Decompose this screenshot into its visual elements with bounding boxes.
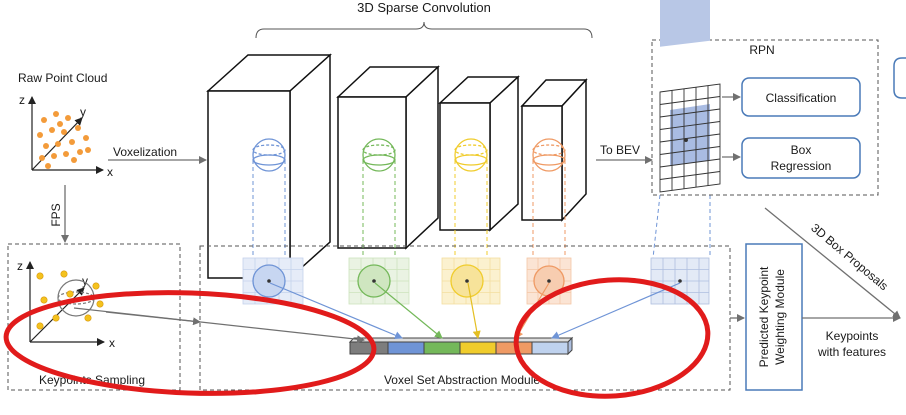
arrow-green-to-vector: [374, 282, 443, 339]
keypoints-sampling-box: [7, 243, 181, 391]
red-ellipse-left: [3, 290, 377, 396]
arrow-blue-to-vector: [269, 282, 403, 339]
raw-axis-x: x: [107, 165, 113, 179]
red-ellipse-right: [513, 277, 711, 399]
title-3d-sparse-convolution: 3D Sparse Convolution: [357, 0, 491, 15]
grid-yellow: [441, 257, 501, 305]
with-features-label: with features: [817, 345, 886, 359]
kp-axis-x: x: [109, 336, 115, 350]
weighting-line1: Predicted Keypoint: [757, 266, 771, 367]
rpn-box: [651, 39, 879, 196]
feature-vector-bar: [348, 336, 574, 356]
raw-axis-y: y: [80, 105, 86, 119]
projection-lines-green: [362, 160, 396, 260]
grid-green: [348, 257, 410, 305]
bev-grid: [660, 0, 710, 47]
partial-output-box: [893, 57, 906, 99]
grid-bev: [650, 257, 710, 305]
box-regression-box: [741, 137, 861, 179]
to-bev-label: To BEV: [600, 143, 640, 157]
red-annotation-ellipses: [3, 277, 711, 399]
weighting-line2: Weighting Module: [773, 269, 787, 365]
keypoints-label: Keypoints: [826, 329, 879, 343]
regression-label: Regression: [771, 159, 832, 173]
rpn-label: RPN: [749, 43, 774, 57]
weighting-module-box: [745, 243, 803, 391]
arrow-sampling-to-vsa: [105, 311, 201, 326]
arrow-yellow-to-vector: [467, 282, 481, 339]
classification-label: Classification: [766, 91, 837, 105]
raw-point-cloud-label: Raw Point Cloud: [18, 71, 107, 85]
conv-block-2: [336, 65, 440, 250]
keypoints-points: [36, 270, 104, 330]
vsa-label: Voxel Set Abstraction Module: [384, 373, 540, 387]
proposals-label: 3D Box Proposals: [808, 221, 891, 293]
kp-axis-y: y: [82, 274, 88, 288]
projection-lines-blue: [252, 160, 286, 260]
voxelization-label: Voxelization: [113, 145, 177, 159]
title-brace: [255, 21, 593, 39]
projection-lines-yellow: [454, 160, 488, 260]
conv-block-1: [206, 53, 332, 280]
raw-point-cloud-points: [37, 111, 91, 169]
raw-axis-z: z: [19, 93, 25, 107]
bev-grid-lines: [659, 83, 721, 193]
proposals-arrow: [764, 207, 901, 319]
conv-block-4: [520, 78, 588, 222]
grid-blue: [242, 257, 304, 305]
kp-axis-z: z: [17, 259, 23, 273]
fps-label: FPS: [49, 203, 63, 226]
projection-lines-orange: [532, 160, 566, 260]
classification-box: [741, 77, 861, 117]
projection-lines-bev: [652, 194, 711, 259]
box-label: Box: [791, 143, 812, 157]
conv-block-3: [438, 75, 520, 232]
arrow-bev-to-vector: [551, 282, 681, 339]
